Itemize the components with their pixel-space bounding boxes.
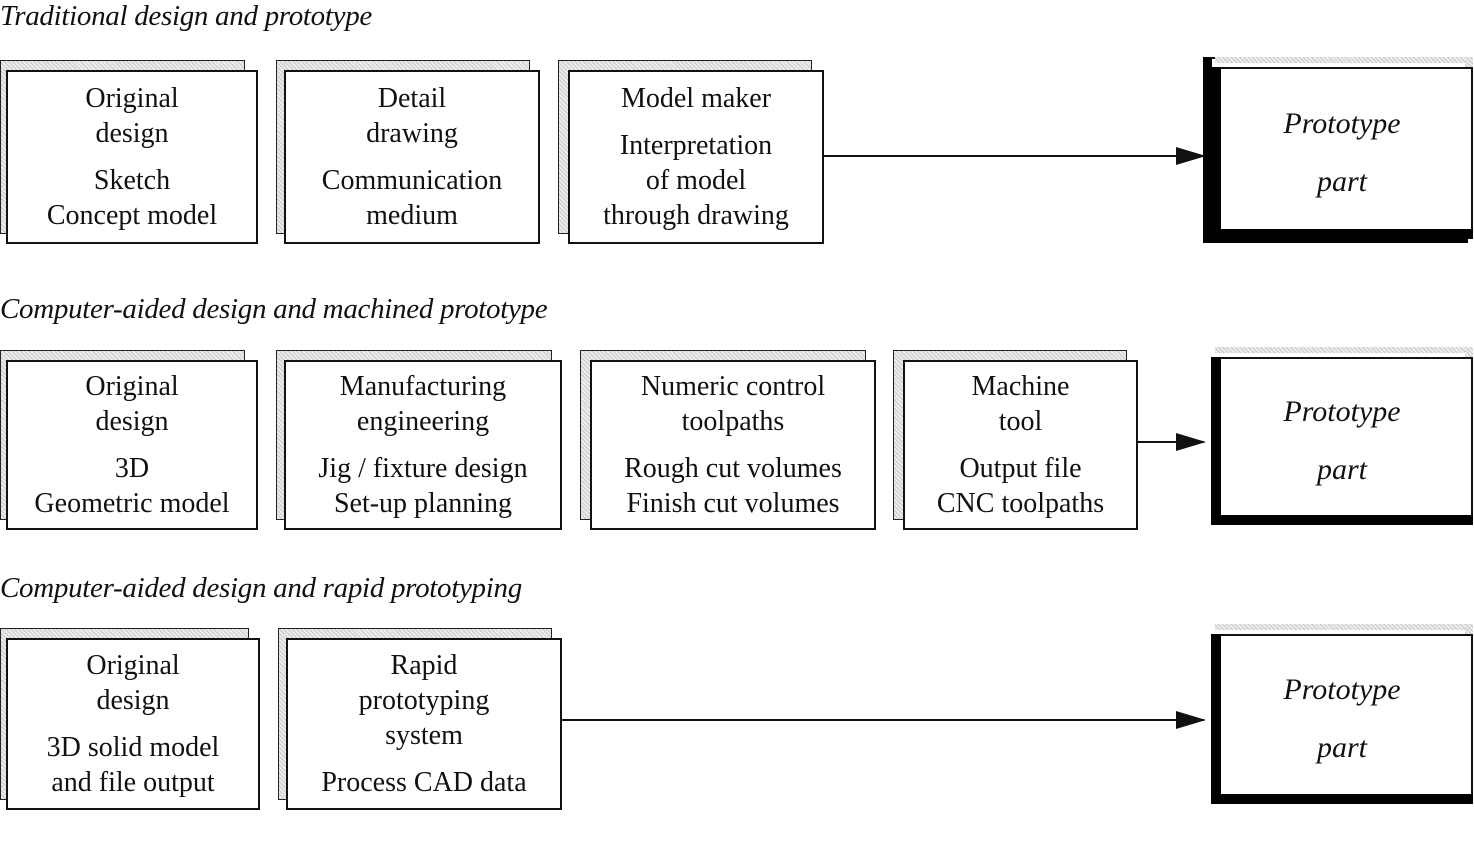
box-title-line: tool [998, 406, 1043, 437]
process-box-original-design: Original design 3D solid model and file … [0, 628, 260, 810]
process-box-rapid-prototyping-system: Rapid prototyping system Process CAD dat… [278, 628, 562, 810]
flow-arrow [824, 147, 1206, 165]
box-title-line: Original [85, 83, 179, 114]
box-title-line: toolpaths [681, 406, 785, 437]
box-title-line: drawing [366, 118, 458, 149]
box-title-line: Machine [971, 371, 1070, 402]
prototype-label: part [1316, 165, 1367, 198]
prototype-part-box: Prototype part [1203, 347, 1474, 529]
flow-arrow [1138, 433, 1206, 451]
prototype-label: part [1316, 453, 1367, 486]
row-2-heading: Computer-aided design and machined proto… [0, 293, 548, 325]
box-sub-line: Rough cut volumes [624, 453, 842, 484]
box-title-line: Numeric control [640, 371, 826, 402]
prototype-label: Prototype [1283, 107, 1401, 140]
box-sub-line: 3D [114, 453, 150, 484]
prototype-label: Prototype [1283, 673, 1401, 706]
box-sub-line: through drawing [603, 200, 789, 231]
prototype-label: part [1316, 731, 1367, 764]
row-3-heading: Computer-aided design and rapid prototyp… [0, 572, 522, 604]
prototype-label: Prototype [1283, 395, 1401, 428]
box-sub-line: Communication [321, 165, 503, 196]
box-title-line: Rapid [390, 650, 458, 681]
box-title-line: design [95, 406, 169, 437]
box-sub-line: Process CAD data [321, 767, 527, 798]
box-sub-line: and file output [51, 767, 215, 798]
box-sub-line: Sketch [93, 165, 171, 196]
box-sub-line: medium [366, 200, 458, 231]
box-sub-line: Interpretation [619, 130, 773, 161]
process-box-original-design: Original design 3D Geometric model [0, 350, 258, 530]
box-title-line: engineering [356, 406, 490, 437]
process-box-machine-tool: Machine tool Output file CNC toolpaths [893, 350, 1138, 530]
prototype-part-box: Prototype part [1203, 624, 1474, 806]
box-title-line: Original [85, 371, 179, 402]
process-box-original-design: Original design Sketch Concept model [0, 60, 258, 244]
box-title-line: design [95, 118, 169, 149]
box-title-line: Detail [377, 83, 447, 114]
process-box-detail-drawing: Detail drawing Communication medium [276, 60, 540, 244]
process-box-numeric-control-toolpaths: Numeric control toolpaths Rough cut volu… [580, 350, 876, 530]
box-sub-line: CNC toolpaths [936, 488, 1105, 519]
box-sub-line: Concept model [46, 200, 218, 231]
box-title-line: design [96, 685, 170, 716]
box-sub-line: Jig / fixture design [318, 453, 528, 484]
process-box-manufacturing-engineering: Manufacturing engineering Jig / fixture … [276, 350, 562, 530]
box-title-line: Manufacturing [339, 371, 507, 402]
box-title-line: Model maker [620, 83, 772, 114]
box-sub-line: Set-up planning [333, 488, 513, 519]
box-title-line: system [385, 720, 463, 751]
box-title-line: prototyping [358, 685, 490, 716]
box-sub-line: Geometric model [34, 488, 230, 519]
row-1-heading: Traditional design and prototype [0, 0, 372, 32]
box-sub-line: 3D solid model [46, 732, 220, 763]
box-sub-line: of model [645, 165, 747, 196]
box-sub-line: Finish cut volumes [626, 488, 840, 519]
prototype-part-box: Prototype part [1203, 57, 1474, 243]
flow-arrow [562, 711, 1206, 729]
box-title-line: Original [86, 650, 180, 681]
process-box-model-maker: Model maker Interpretation of model thro… [558, 60, 824, 244]
box-sub-line: Output file [959, 453, 1082, 484]
